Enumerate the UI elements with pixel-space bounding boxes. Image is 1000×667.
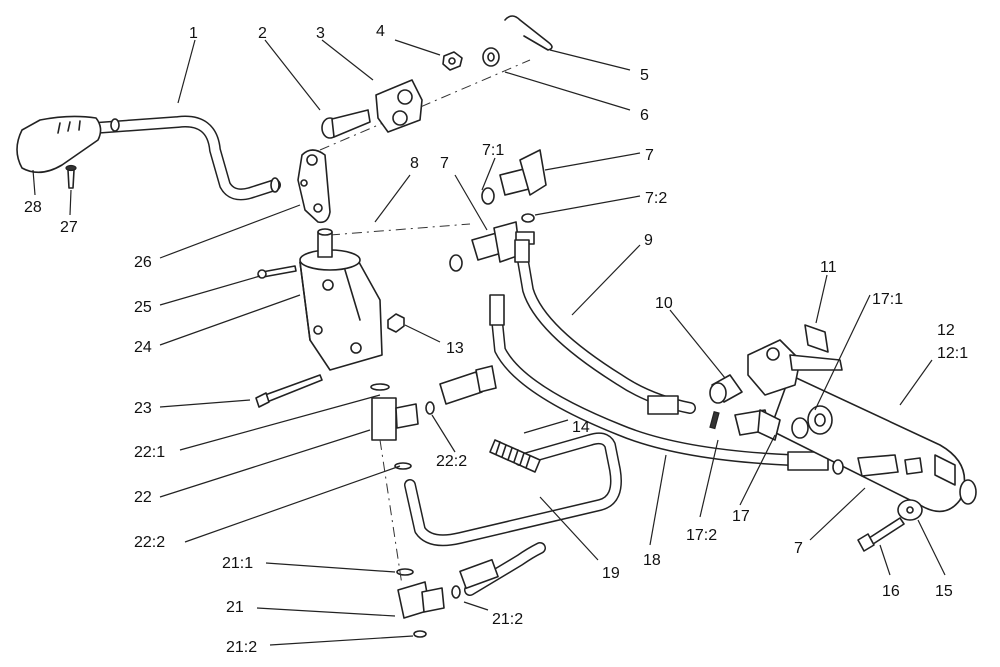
callout-12-1: 12:1 <box>937 345 968 362</box>
callout-13: 13 <box>446 340 464 357</box>
callout-11: 11 <box>820 259 837 276</box>
tee-fitting <box>370 383 435 470</box>
clevis-block <box>375 79 423 133</box>
clevis-pin <box>321 109 371 139</box>
leader-lines <box>32 39 946 646</box>
hose-9 <box>514 239 696 415</box>
callout-21-2-bottom: 21:2 <box>226 639 257 656</box>
callout-7-bottom: 7 <box>794 540 803 557</box>
elbow-fitting-bottom <box>396 568 461 638</box>
callout-12: 12 <box>937 322 955 339</box>
callout-1: 1 <box>189 25 198 42</box>
callout-21: 21 <box>226 599 244 616</box>
callout-7-left: 7 <box>440 155 449 172</box>
valve-screw <box>257 265 297 279</box>
callout-7-right: 7 <box>645 147 654 164</box>
callout-21-1: 21:1 <box>222 555 253 572</box>
jam-nut <box>442 51 463 71</box>
callout-24: 24 <box>134 339 152 356</box>
callout-9: 9 <box>644 232 653 249</box>
pin-10 <box>709 374 743 404</box>
callout-7-2: 7:2 <box>645 190 667 207</box>
callout-10: 10 <box>655 295 673 312</box>
hydraulic-cylinder <box>769 374 977 513</box>
callout-16: 16 <box>882 583 900 600</box>
cylinder-clevis <box>747 339 843 396</box>
callout-5: 5 <box>640 67 649 84</box>
valve-bolt <box>255 374 323 408</box>
callout-17: 17 <box>732 508 750 525</box>
callout-25: 25 <box>134 299 152 316</box>
washer-15 <box>897 499 923 521</box>
callout-17-2: 17:2 <box>686 527 717 544</box>
grip-screw <box>65 164 77 189</box>
callout-4: 4 <box>376 23 385 40</box>
hose-19 <box>404 432 622 596</box>
callout-7-1: 7:1 <box>482 142 504 159</box>
hose-fitting-22 <box>439 365 497 405</box>
valve-nut <box>387 313 405 333</box>
callout-6: 6 <box>640 107 649 124</box>
callout-18: 18 <box>643 552 661 569</box>
elbow-fitting-17 <box>709 409 809 441</box>
elbow-fitting-top <box>481 149 547 223</box>
hair-pin-clip <box>504 15 553 51</box>
callout-17-1: 17:1 <box>872 291 903 308</box>
washer <box>482 47 500 67</box>
callout-22: 22 <box>134 489 152 506</box>
callout-22-1: 22:1 <box>134 444 165 461</box>
callout-8: 8 <box>410 155 419 172</box>
callout-28: 28 <box>24 199 42 216</box>
lever-handle <box>89 115 281 201</box>
callout-27: 27 <box>60 219 78 236</box>
callout-26: 26 <box>134 254 152 271</box>
hose-18 <box>489 294 829 471</box>
cylinder-fitting-7 <box>832 454 923 477</box>
clip-11 <box>804 324 829 353</box>
lever-bracket <box>297 149 331 224</box>
callout-labels: 1 2 3 4 5 6 7:1 7 7 7:2 8 9 10 11 17:1 1… <box>24 23 968 656</box>
spring-guard <box>489 439 541 473</box>
grip-knob <box>16 115 102 174</box>
callout-14: 14 <box>572 419 590 436</box>
callout-2: 2 <box>258 25 267 42</box>
callout-15: 15 <box>935 583 953 600</box>
callout-21-2-right: 21:2 <box>492 611 523 628</box>
callout-23: 23 <box>134 400 152 417</box>
bolt-16 <box>857 517 905 552</box>
control-valve <box>299 228 383 371</box>
callout-22-2-left: 22:2 <box>134 534 165 551</box>
callout-19: 19 <box>602 565 620 582</box>
callout-22-2-right: 22:2 <box>436 453 467 470</box>
callout-3: 3 <box>316 25 325 42</box>
